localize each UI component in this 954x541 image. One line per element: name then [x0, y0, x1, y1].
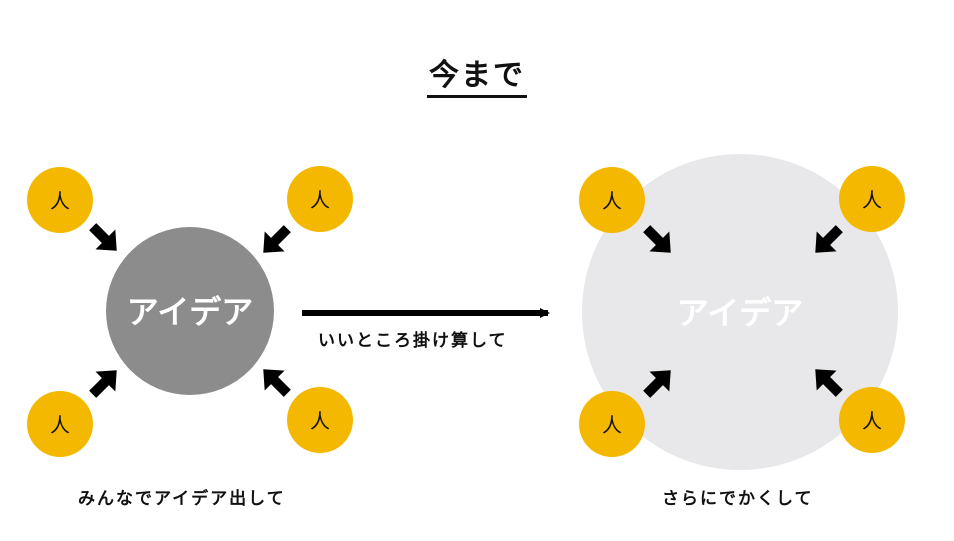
right-person-top-left: 人: [579, 167, 645, 233]
person-label: 人: [310, 188, 330, 212]
right-person-bottom-left: 人: [579, 391, 645, 457]
left-person-top-left: 人: [27, 167, 93, 233]
right-person-bottom-right: 人: [839, 387, 905, 453]
left-caption: みんなでアイデア出して: [78, 489, 286, 509]
page-title: 今まで: [0, 50, 954, 98]
arrow-label: いいところ掛け算して: [318, 331, 508, 351]
right-idea-circle: [582, 154, 898, 470]
right-person-top-right: 人: [839, 166, 905, 232]
left-person-top-right: 人: [287, 166, 353, 232]
arrow-left-tr: [263, 225, 291, 253]
arrow-left-tl: [89, 223, 117, 251]
right-idea-label: アイデア: [677, 294, 803, 332]
left-person-bottom-left: 人: [27, 391, 93, 457]
person-label: 人: [602, 413, 622, 437]
arrow-right-bl: [643, 370, 671, 398]
arrow-right-tr: [815, 225, 843, 253]
person-label: 人: [310, 409, 330, 433]
left-person-bottom-right: 人: [287, 387, 353, 453]
left-idea-label: アイデア: [127, 293, 253, 331]
person-label: 人: [862, 188, 882, 212]
arrow-left-br: [263, 369, 291, 397]
person-label: 人: [862, 409, 882, 433]
left-idea-circle: [106, 227, 274, 395]
person-label: 人: [602, 189, 622, 213]
right-caption: さらにでかくして: [662, 489, 814, 509]
person-label: 人: [50, 189, 70, 213]
arrow-right-br: [815, 369, 843, 397]
arrow-right-tl: [643, 225, 671, 253]
arrow-left-bl: [89, 370, 117, 398]
person-label: 人: [50, 413, 70, 437]
